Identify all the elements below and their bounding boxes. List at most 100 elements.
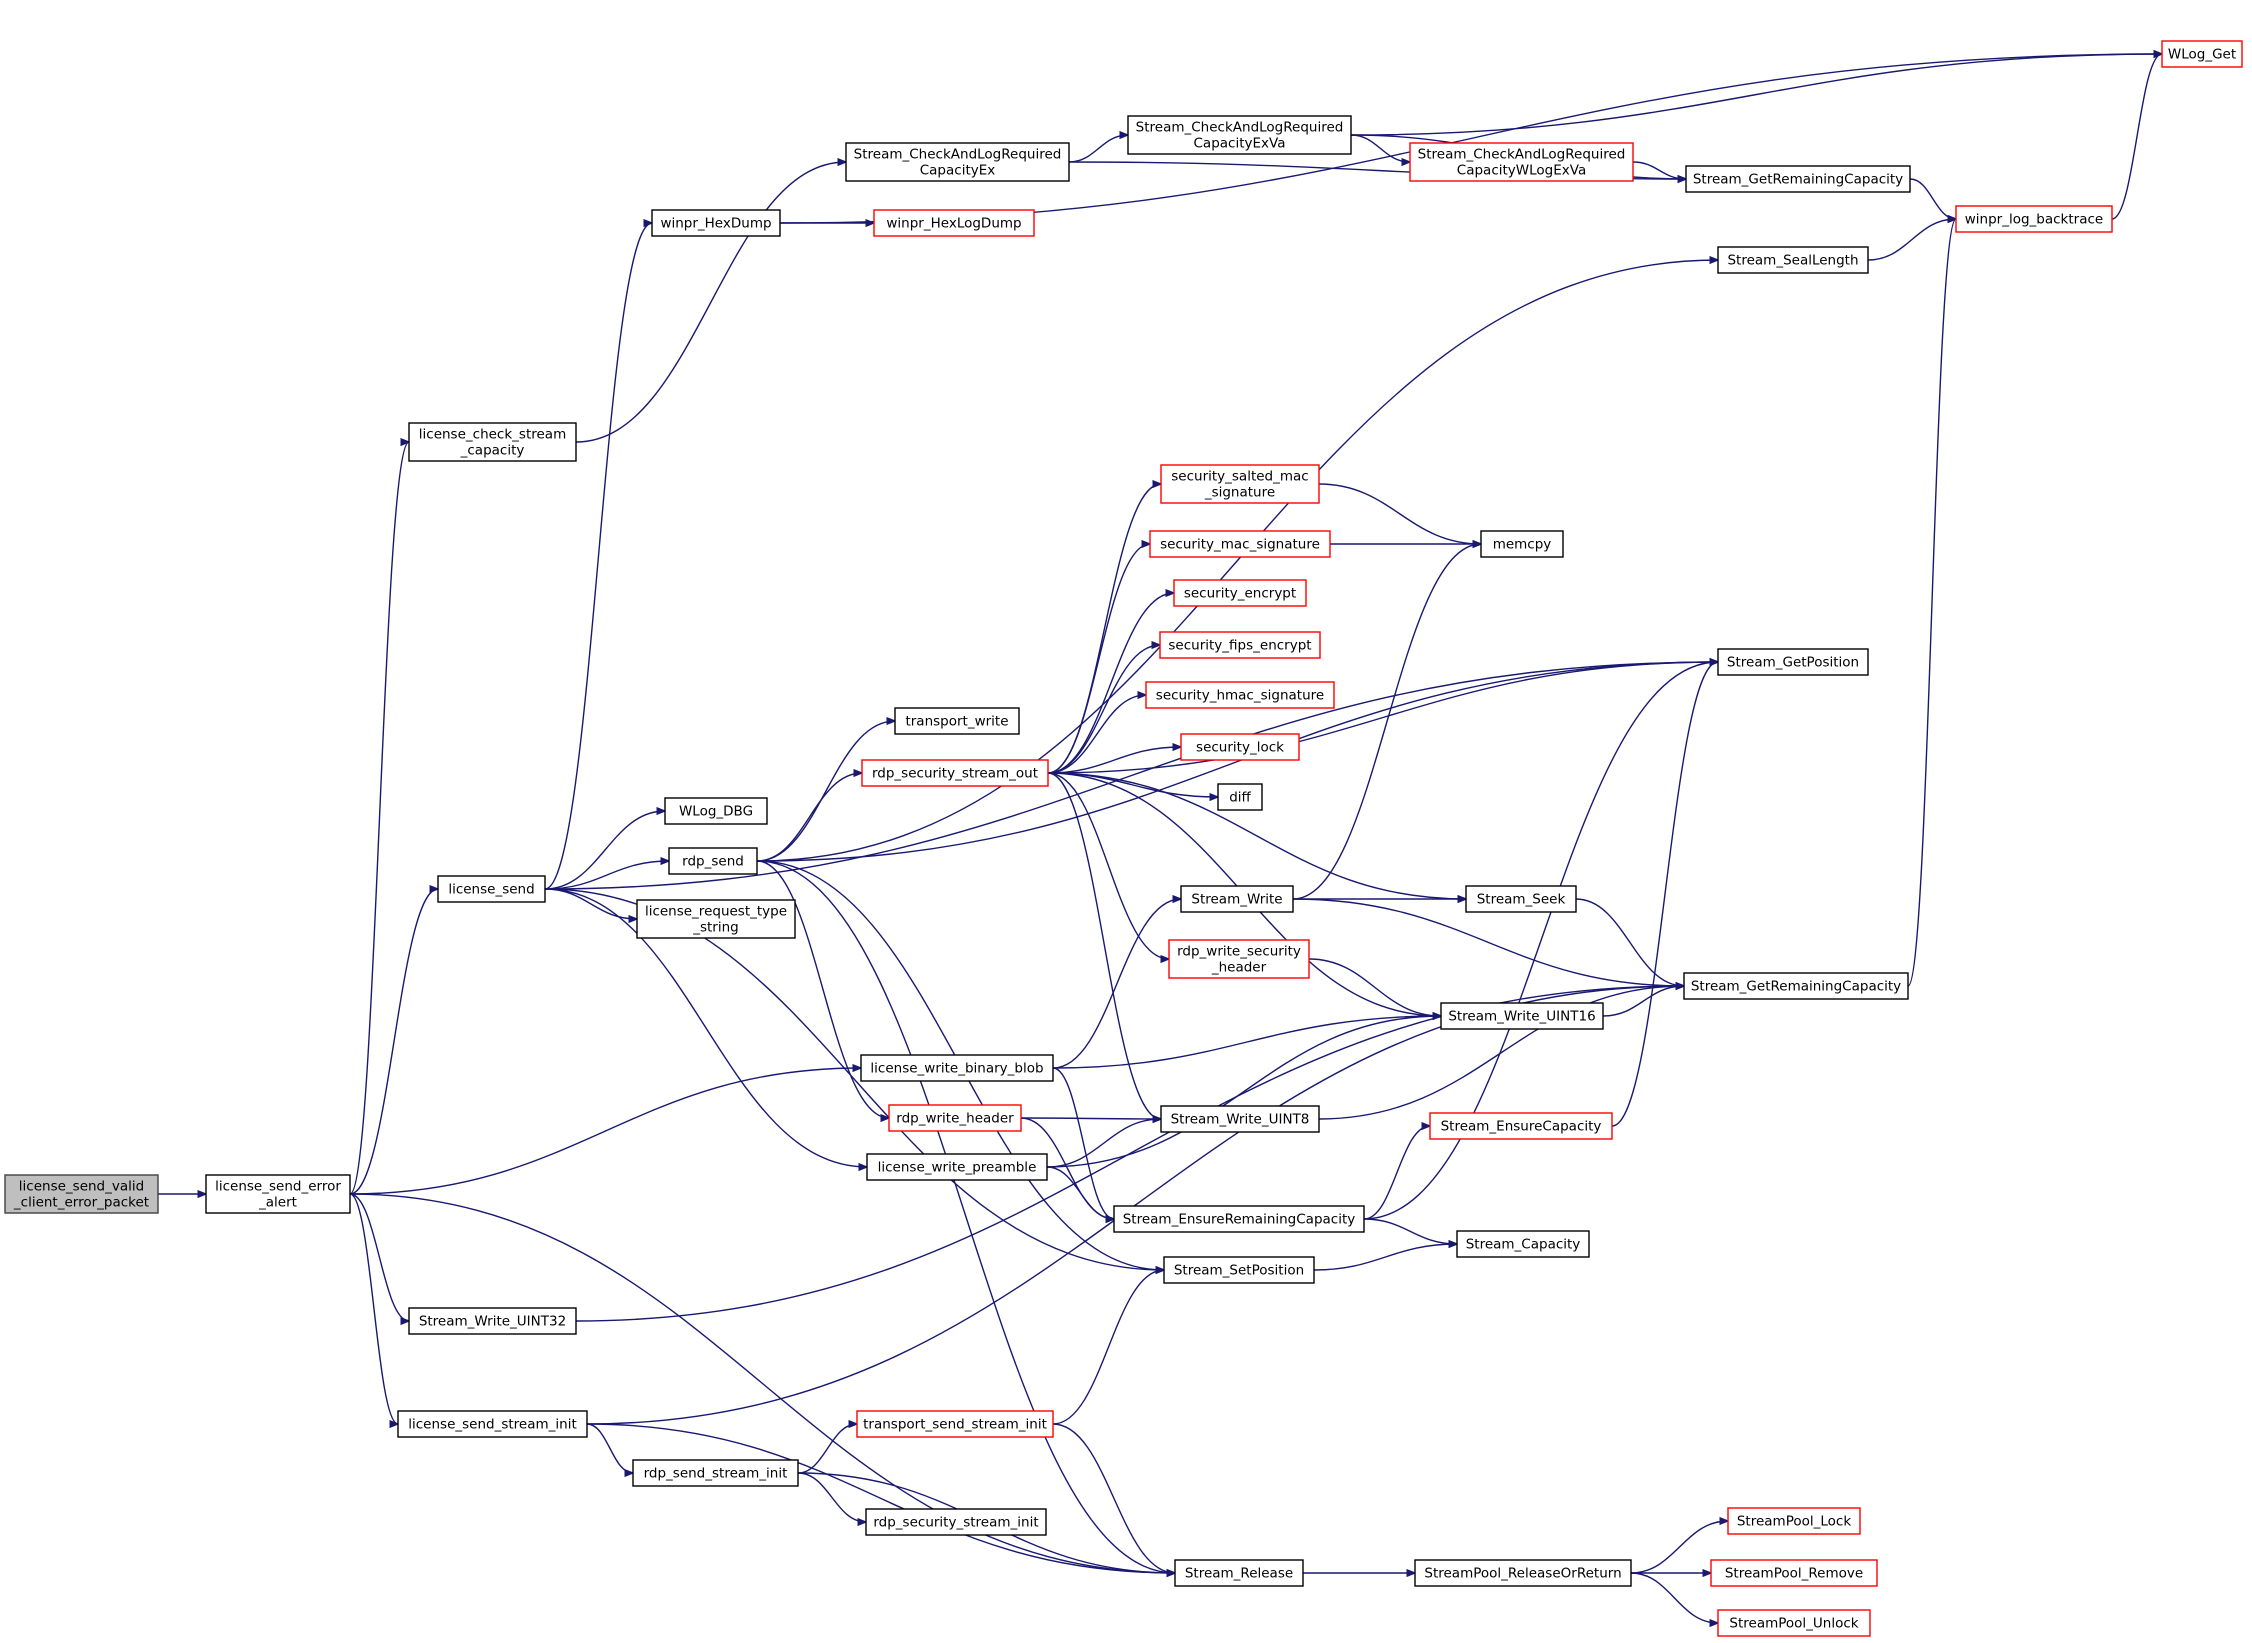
- node-wlb[interactable]: winpr_log_backtrace: [1955, 205, 2113, 233]
- node-label: StreamPool_Lock: [1737, 1514, 1851, 1530]
- edge-scalrcev-to-scalrcw: [1350, 134, 1410, 162]
- edge-lwp-to-swu8: [1046, 1119, 1161, 1168]
- node-box: [205, 1174, 351, 1214]
- node-wlg[interactable]: WLog_Get: [2161, 40, 2243, 68]
- edge-lsend-to-lwp: [544, 888, 867, 1167]
- node-box: [651, 209, 781, 237]
- node-ssl[interactable]: Stream_SealLength: [1717, 246, 1869, 274]
- node-swu8[interactable]: Stream_Write_UINT8: [1160, 1105, 1320, 1133]
- node-label: Stream_Write_UINT8: [1171, 1112, 1310, 1128]
- node-box: [865, 1508, 1047, 1536]
- node-label: license_write_binary_blob: [870, 1061, 1043, 1077]
- edge-sgrc1-to-wlb: [1909, 178, 1956, 219]
- node-swu32[interactable]: Stream_Write_UINT32: [408, 1307, 577, 1335]
- node-memcpy[interactable]: memcpy: [1480, 530, 1564, 558]
- node-rwsh[interactable]: rdp_write_security_header: [1168, 939, 1310, 979]
- node-whld[interactable]: winpr_HexLogDump: [873, 209, 1035, 237]
- node-box: [1163, 1256, 1315, 1284]
- node-tssi[interactable]: transport_send_stream_init: [856, 1410, 1054, 1438]
- node-sfe[interactable]: security_fips_encrypt: [1159, 631, 1321, 659]
- node-lsea[interactable]: license_send_error_alert: [205, 1174, 351, 1214]
- node-lsend[interactable]: license_send: [437, 875, 546, 903]
- node-sgp[interactable]: Stream_GetPosition: [1717, 648, 1869, 676]
- edge-lwbb-to-serc: [1052, 1067, 1114, 1219]
- node-box: [1710, 1559, 1878, 1587]
- node-sec[interactable]: Stream_EnsureCapacity: [1429, 1112, 1613, 1140]
- node-whd[interactable]: winpr_HexDump: [651, 209, 781, 237]
- edge-rsso-to-ssms: [1047, 484, 1161, 774]
- node-box: [1217, 783, 1263, 811]
- node-label: Stream_Write_UINT16: [1448, 1009, 1595, 1025]
- node-sl[interactable]: security_lock: [1180, 733, 1300, 761]
- edge-lcsc-to-scalrce: [575, 162, 846, 443]
- node-lcsc[interactable]: license_check_stream_capacity: [408, 422, 577, 462]
- node-box: [1180, 885, 1294, 913]
- node-box: [1160, 464, 1320, 504]
- node-lrts[interactable]: license_request_type_string: [636, 899, 796, 939]
- node-rsso[interactable]: rdp_security_stream_out: [861, 759, 1049, 787]
- node-sprem[interactable]: StreamPool_Remove: [1710, 1559, 1878, 1587]
- edge-rsend-to-tw: [756, 721, 895, 862]
- edges-layer: [157, 54, 2162, 1623]
- node-spunl[interactable]: StreamPool_Unlock: [1717, 1609, 1871, 1637]
- node-box: [1127, 115, 1352, 155]
- node-label: CapacityWLogExVa: [1457, 163, 1586, 179]
- node-scalrcw[interactable]: Stream_CheckAndLogRequiredCapacityWLogEx…: [1409, 142, 1634, 182]
- node-spror[interactable]: StreamPool_ReleaseOrReturn: [1414, 1559, 1632, 1587]
- edge-lsend-to-wdbg: [544, 811, 665, 890]
- node-box: [1955, 205, 2113, 233]
- node-ssms[interactable]: security_salted_mac_signature: [1160, 464, 1320, 504]
- node-sw[interactable]: Stream_Write: [1180, 885, 1294, 913]
- node-box: [845, 142, 1070, 182]
- node-serc[interactable]: Stream_EnsureRemainingCapacity: [1113, 1205, 1365, 1233]
- node-srel[interactable]: Stream_Release: [1174, 1559, 1304, 1587]
- edge-sgrc2-to-wlb: [1907, 219, 1957, 987]
- node-box: [1149, 530, 1331, 558]
- node-diff[interactable]: diff: [1217, 783, 1263, 811]
- node-swu16[interactable]: Stream_Write_UINT16: [1440, 1002, 1604, 1030]
- edge-serc-to-sec: [1363, 1126, 1430, 1220]
- node-box: [1180, 733, 1300, 761]
- node-splock[interactable]: StreamPool_Lock: [1727, 1507, 1861, 1535]
- edge-rsso-to-sgp: [1047, 662, 1718, 774]
- node-box: [1174, 1559, 1304, 1587]
- node-rssi[interactable]: rdp_send_stream_init: [632, 1459, 799, 1487]
- node-lwp[interactable]: license_write_preamble: [866, 1153, 1048, 1181]
- node-label: rdp_write_security: [1177, 944, 1301, 960]
- node-scap[interactable]: Stream_Capacity: [1456, 1230, 1590, 1258]
- node-label: winpr_HexLogDump: [886, 216, 1021, 232]
- node-rssinit[interactable]: rdp_security_stream_init: [865, 1508, 1047, 1536]
- edge-rsend-to-rwh: [756, 860, 889, 1118]
- node-label: rdp_send: [682, 854, 744, 870]
- node-label: transport_write: [905, 714, 1008, 730]
- node-label: Stream_GetRemainingCapacity: [1693, 172, 1903, 188]
- node-tw[interactable]: transport_write: [894, 707, 1020, 735]
- node-sgrc2[interactable]: Stream_GetRemainingCapacity: [1683, 972, 1909, 1000]
- node-label: license_send_valid: [19, 1179, 144, 1195]
- node-wdbg[interactable]: WLog_DBG: [664, 797, 768, 825]
- node-shs[interactable]: security_hmac_signature: [1145, 681, 1335, 709]
- node-ssp[interactable]: Stream_SetPosition: [1163, 1256, 1315, 1284]
- node-lssi[interactable]: license_send_stream_init: [397, 1410, 588, 1438]
- edge-rsso-to-sseek: [1047, 772, 1466, 899]
- node-rwh[interactable]: rdp_write_header: [888, 1104, 1022, 1132]
- edge-rsso-to-sfe: [1047, 645, 1160, 774]
- node-sseek[interactable]: Stream_Seek: [1465, 885, 1577, 913]
- node-box: [636, 899, 796, 939]
- node-se[interactable]: security_encrypt: [1173, 579, 1307, 607]
- edge-ssp-to-scap: [1313, 1244, 1457, 1271]
- edge-lsea-to-srel: [349, 1193, 1175, 1573]
- edge-lwbb-to-sw: [1052, 899, 1181, 1069]
- edge-lsea-to-lcsc: [349, 442, 410, 1195]
- node-sgrc1[interactable]: Stream_GetRemainingCapacity: [1685, 165, 1911, 193]
- node-box: [1409, 142, 1634, 182]
- node-label: Stream_GetPosition: [1727, 655, 1859, 671]
- node-lwbb[interactable]: license_write_binary_blob: [860, 1054, 1054, 1082]
- node-label: license_send_error: [215, 1179, 341, 1195]
- edge-rsso-to-se: [1047, 593, 1174, 774]
- node-label: Stream_Seek: [1477, 892, 1566, 908]
- node-sms[interactable]: security_mac_signature: [1149, 530, 1331, 558]
- node-rsend[interactable]: rdp_send: [668, 847, 758, 875]
